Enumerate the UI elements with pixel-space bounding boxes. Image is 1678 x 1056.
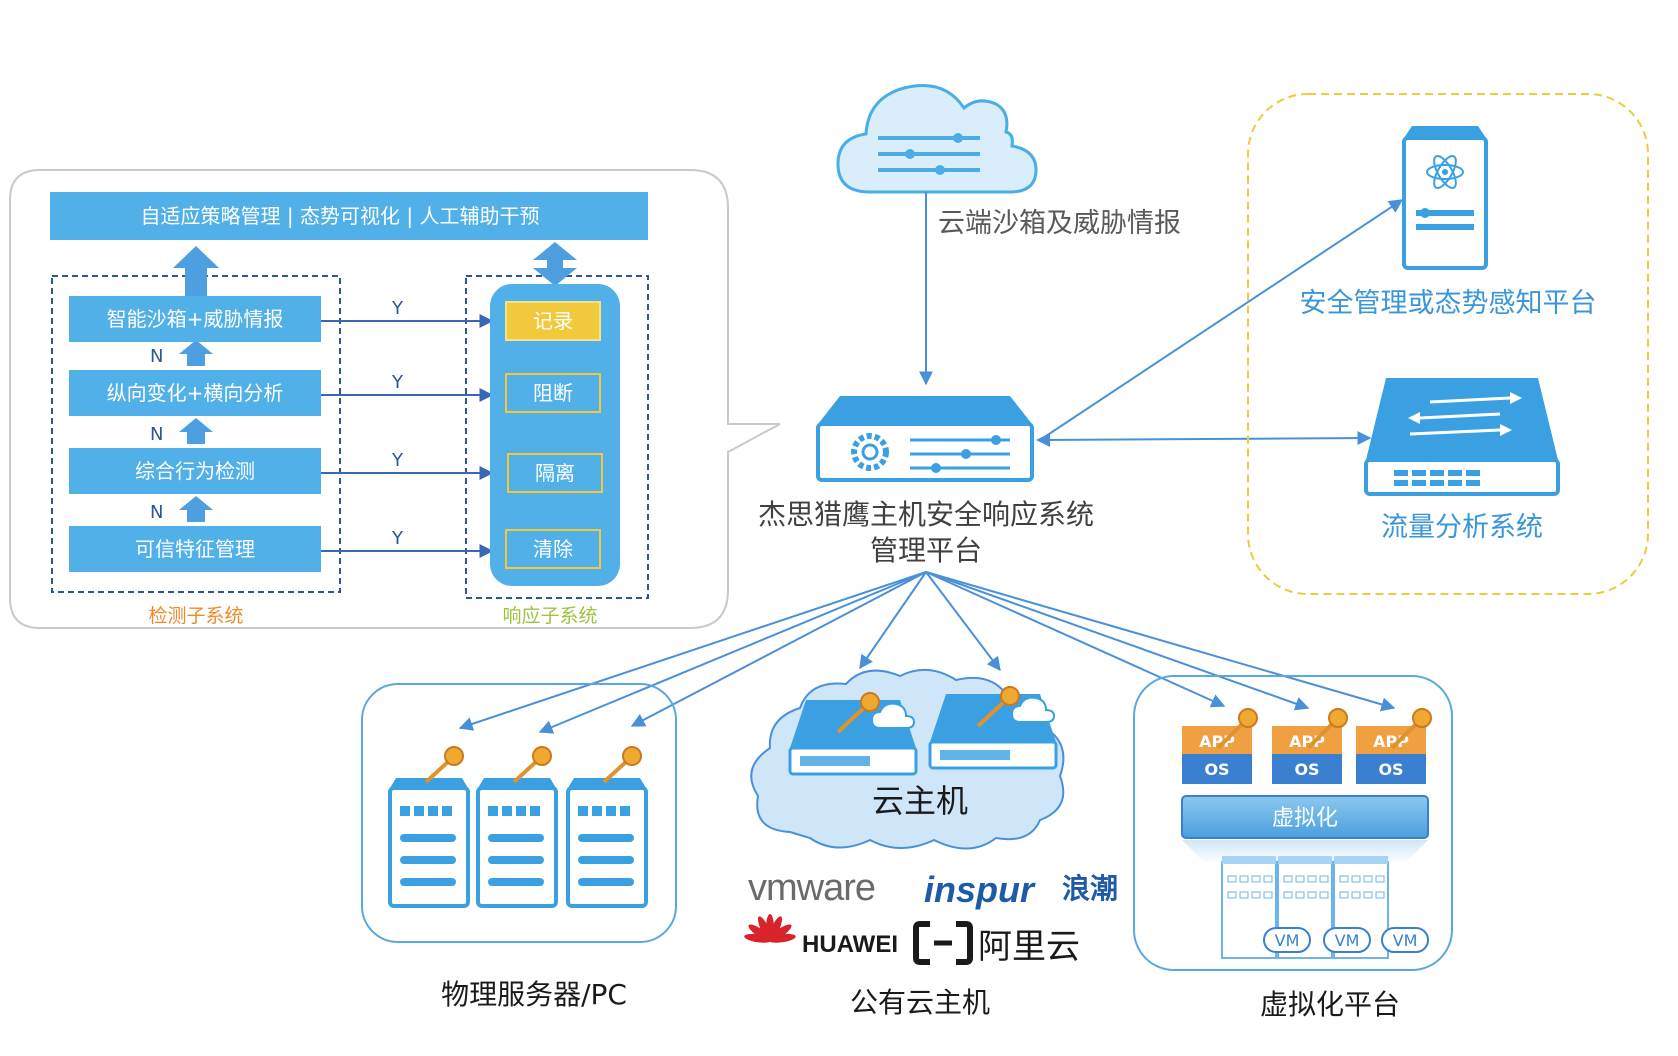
cloud-sandbox-label: 云端沙箱及威胁情报: [938, 208, 1181, 239]
physical-server-label: 物理服务器/PC: [441, 978, 627, 1011]
detection-step: 可信特征管理: [69, 526, 321, 572]
detection-step-label: 综合行为检测: [135, 459, 255, 483]
up-arrow-icon: [179, 418, 213, 444]
response-item-isolate: 隔离: [507, 453, 603, 493]
cloud-sandbox-icon: [836, 84, 1038, 194]
up-arrow-icon: [179, 496, 213, 522]
arrowhead-icon: [1036, 433, 1050, 447]
svg-text:虚拟化: 虚拟化: [1272, 806, 1338, 831]
response-item-clean: 清除: [505, 529, 601, 569]
app-os-stack: APP OS: [1272, 708, 1348, 784]
strategy-top-bar: 自适应策略管理 | 态势可视化 | 人工辅助干预: [50, 192, 648, 240]
virtualization-group: APP OS APP OS APP OS 虚拟化: [1133, 675, 1453, 971]
n-label: N: [150, 424, 163, 445]
svg-text:VM: VM: [1275, 931, 1300, 950]
app-os-stack: APP OS: [1182, 708, 1258, 784]
svg-text:APP: APP: [1373, 732, 1409, 751]
svg-text:VM: VM: [1393, 931, 1418, 950]
y-label: Y: [391, 528, 404, 549]
to-traffic-system-arrow: [1039, 431, 1372, 446]
cloud-hosts-group: 云主机: [750, 669, 1065, 850]
response-subsystem-caption: 响应子系统: [502, 605, 597, 627]
vm-badge: VM: [1263, 927, 1311, 953]
public-cloud-label: 公有云主机: [850, 986, 990, 1019]
strategy-top-bar-label: 自适应策略管理 | 态势可视化 | 人工辅助干预: [141, 204, 540, 228]
y-label: Y: [391, 298, 404, 319]
up-arrow-icon: [173, 246, 219, 296]
n-label: N: [150, 346, 163, 367]
virtualization-bar: 虚拟化: [1181, 795, 1429, 839]
management-platform-icon: [816, 396, 1034, 482]
vendor-logos: vmware inspur 浪潮 HUAWEI 阿里云: [744, 867, 1118, 967]
response-column: [490, 284, 620, 586]
physical-servers-group: [361, 683, 677, 943]
platform-title-line2: 管理平台: [870, 534, 982, 567]
vm-badge: VM: [1323, 927, 1371, 953]
security-server-icon: [1402, 126, 1488, 270]
aliyun-logo: 阿里云: [978, 927, 1080, 967]
inspur-logo: inspur: [924, 869, 1036, 910]
cloud-host-server-icon: [928, 686, 1058, 770]
svg-text:记录: 记录: [533, 309, 573, 333]
aliyun-logo-icon: [913, 921, 973, 965]
detection-step-label: 纵向变化+横向分析: [107, 381, 284, 405]
huawei-logo: HUAWEI: [802, 931, 898, 958]
cloud-host-server-icon: [788, 692, 918, 776]
vm-badge: VM: [1381, 927, 1429, 953]
up-arrow-icon: [179, 340, 213, 366]
svg-text:APP: APP: [1289, 732, 1325, 751]
vm-host-servers: VM VM VM: [1221, 856, 1429, 959]
response-item-record: 记录: [505, 301, 601, 341]
traffic-analysis-label: 流量分析系统: [1381, 512, 1543, 543]
svg-text:OS: OS: [1294, 760, 1319, 779]
svg-text:APP: APP: [1199, 732, 1235, 751]
svg-text:OS: OS: [1378, 760, 1403, 779]
y-label: Y: [391, 450, 404, 471]
platform-title-line1: 杰思猎鹰主机安全响应系统: [758, 498, 1094, 531]
y-label: Y: [391, 372, 404, 393]
deployment-arrows: [458, 571, 1396, 734]
vmware-logo: vmware: [748, 867, 875, 909]
inspur-cn-logo: 浪潮: [1062, 872, 1118, 905]
app-os-stack: APP OS: [1356, 708, 1432, 784]
svg-text:VM: VM: [1335, 931, 1360, 950]
svg-text:阻断: 阻断: [533, 381, 573, 405]
physical-server-icon: [566, 746, 648, 908]
response-item-block: 阻断: [505, 373, 601, 413]
detection-response-panel: 自适应策略管理 | 态势可视化 | 人工辅助干预 智能沙箱+威胁情报 纵向变化+…: [9, 169, 781, 629]
double-arrow-icon: [533, 242, 577, 286]
svg-text:OS: OS: [1204, 760, 1229, 779]
right-panel: 安全管理或态势感知平台 流量分析系统: [1247, 93, 1649, 595]
cloud-host-label: 云主机: [872, 782, 968, 820]
virtualization-platform-label: 虚拟化平台: [1260, 988, 1400, 1021]
detection-subsystem-caption: 检测子系统: [148, 605, 243, 627]
detection-step: 智能沙箱+威胁情报: [69, 296, 321, 342]
physical-server-icon: [388, 746, 470, 908]
detection-step-label: 可信特征管理: [135, 537, 255, 561]
huawei-logo-icon: [744, 914, 796, 943]
detection-step: 综合行为检测: [69, 448, 321, 494]
n-label: N: [150, 502, 163, 523]
security-platform-label: 安全管理或态势感知平台: [1300, 288, 1597, 319]
detection-step: 纵向变化+横向分析: [69, 370, 321, 416]
traffic-switch-icon: [1364, 378, 1560, 496]
to-security-platform-arrow: [1039, 199, 1404, 441]
detection-step-label: 智能沙箱+威胁情报: [107, 307, 284, 331]
physical-server-icon: [476, 746, 558, 908]
svg-text:隔离: 隔离: [535, 461, 575, 485]
svg-text:清除: 清除: [533, 537, 573, 561]
